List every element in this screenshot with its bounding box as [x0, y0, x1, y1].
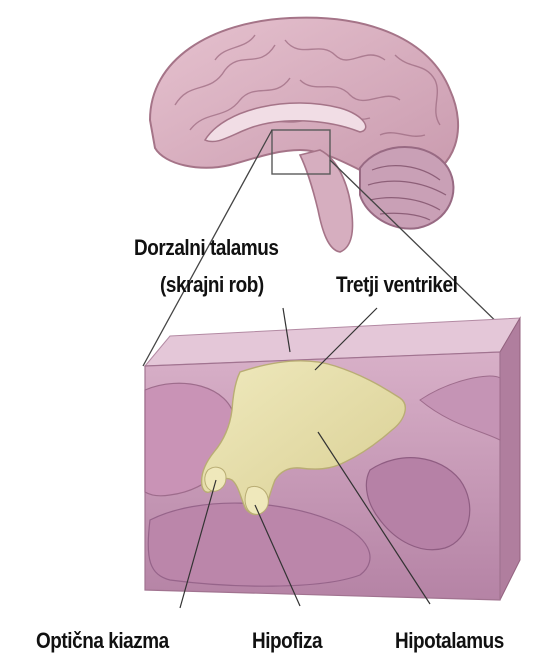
brainstem	[300, 150, 353, 252]
label-optic-chiasm: Optična kiazma	[36, 630, 169, 652]
label-third-ventricle: Tretji ventrikel	[336, 274, 457, 296]
block-side-face	[500, 318, 520, 600]
optic-chiasm-structure	[205, 467, 226, 491]
tissue-block	[145, 318, 520, 600]
label-hypophysis: Hipofiza	[252, 630, 322, 652]
label-hypothalamus: Hipotalamus	[395, 630, 504, 652]
brain-sagittal-illustration	[150, 18, 458, 252]
cerebellum	[360, 147, 453, 229]
label-dorsal-thalamus-edge: (skrajni rob)	[160, 274, 264, 296]
label-dorsal-thalamus: Dorzalni talamus	[134, 237, 279, 259]
